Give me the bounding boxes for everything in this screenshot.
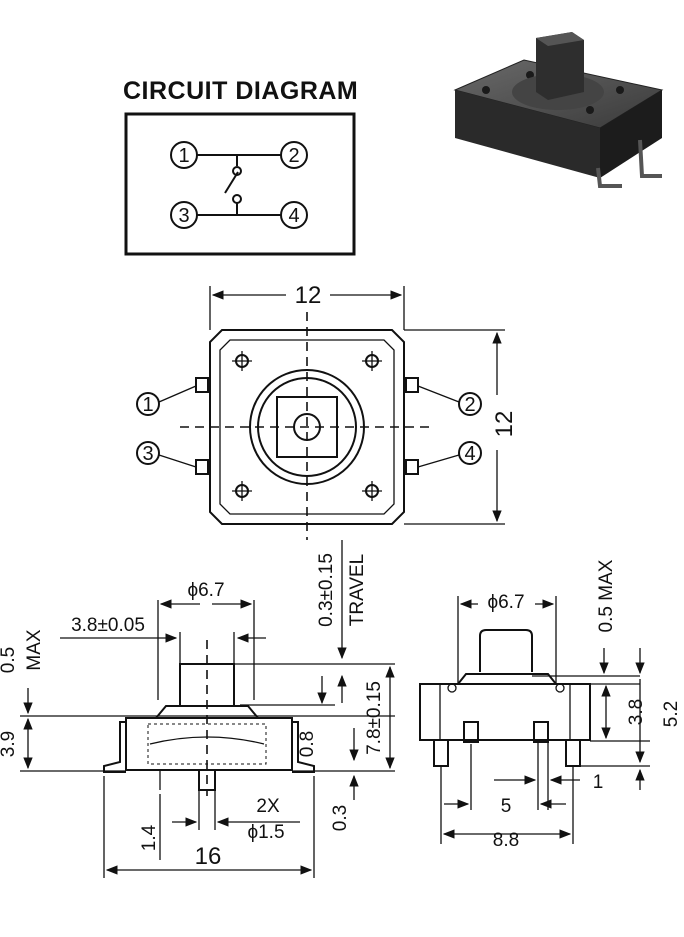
front-plunger-dia: ϕ6.7 [487,592,524,613]
front-view: ϕ6.7 0.5 MAX 3.8 [419,559,682,851]
side-overall-length: 16 [195,843,222,870]
circuit-title: CIRCUIT DIAGRAM [123,77,358,105]
top-pin-1: 1 [136,385,197,416]
front-body [419,683,591,741]
svg-text:3: 3 [178,205,189,227]
svg-text:1: 1 [142,394,153,416]
top-height-dim: 12 [491,411,518,438]
svg-text:1: 1 [178,145,189,167]
circuit-pin-3: 3 [170,201,198,229]
circuit-pin-2: 2 [280,141,308,169]
top-width-dim: 12 [295,282,322,309]
svg-text:2: 2 [288,145,299,167]
front-pin-pitch: 5 [501,796,512,817]
side-peg-offset: 1.4 [139,824,160,851]
svg-text:2: 2 [464,394,475,416]
side-stroke-dim: 0.3±0.15 [316,553,337,627]
side-max-label: MAX [24,629,45,671]
circuit-frame [124,112,356,256]
product-photo [453,32,664,188]
switch-symbol [197,154,281,216]
front-pin-width: 1 [593,772,604,793]
side-total-height: 7.8±0.15 [364,681,385,755]
side-standoff: 0.3 [330,805,351,831]
top-pin-3: 3 [136,441,197,468]
front-body-height: 3.8 [626,699,647,725]
front-body-width: 8.8 [493,830,519,851]
side-plunger-width: 3.8±0.05 [71,615,145,636]
top-view: 12 12 1 [136,282,518,540]
front-total-height: 5.2 [661,701,682,727]
side-body-height: 3.9 [0,731,19,757]
side-stroke-label: TRAVEL [347,554,368,627]
circuit-diagram: CIRCUIT DIAGRAM 1 2 3 4 [123,77,358,256]
front-max-top: 0.5 MAX [596,559,617,632]
svg-text:3: 3 [142,443,153,465]
side-foot-thickness: 0.8 [297,731,318,757]
mount-holes [232,351,382,501]
circuit-pin-1: 1 [170,141,198,169]
side-max-value: 0.5 [0,647,19,673]
svg-text:4: 4 [464,443,475,465]
side-peg-dia: ϕ1.5 [247,822,284,843]
side-plunger-dia: ϕ6.7 [187,580,224,601]
top-body-outline [209,329,405,525]
top-pin-2: 2 [417,385,482,416]
svg-text:4: 4 [288,205,299,227]
circuit-pin-4: 4 [280,201,308,229]
top-pin-4: 4 [417,441,482,468]
side-pin-count: 2X [256,796,280,817]
side-view: 0.3±0.15 TRAVEL ϕ6.7 3.8±0.05 [0,540,395,878]
